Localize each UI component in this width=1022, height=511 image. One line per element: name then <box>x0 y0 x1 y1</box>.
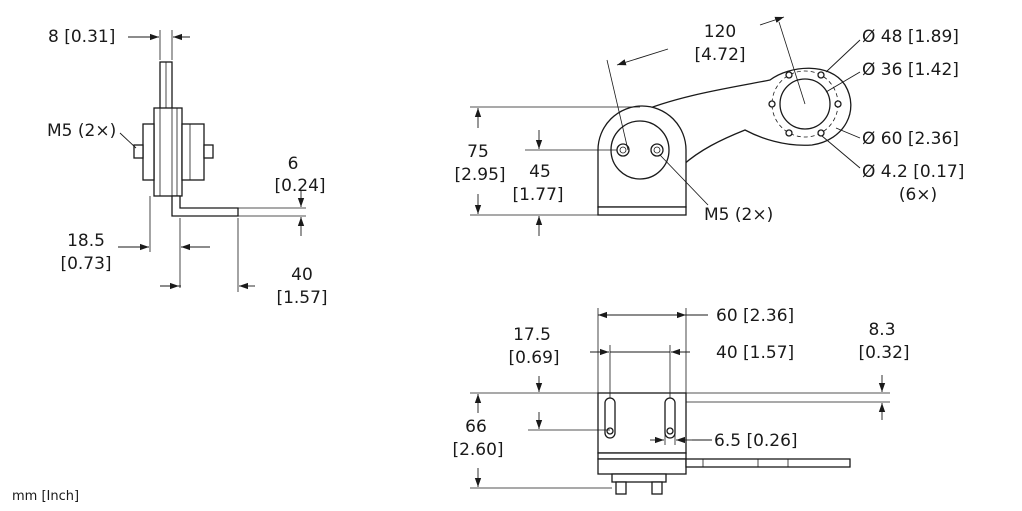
bottom-slot-width: 6.5 [0.26] <box>714 431 798 451</box>
front-hole-diameter: Ø 4.2 [0.17] <box>862 162 964 182</box>
side-view-cap-right <box>181 123 205 181</box>
front-hole-count: (6×) <box>899 185 937 205</box>
front-view-holes <box>768 71 842 137</box>
bottom-plate-thickness-in: [0.32] <box>858 343 909 363</box>
side-view-screw-left <box>133 144 144 159</box>
side-flange-length-in: [1.57] <box>276 288 327 308</box>
side-view-flange <box>171 195 239 217</box>
bottom-view-layer-2 <box>597 458 687 475</box>
front-diameter-60: Ø 60 [2.36] <box>862 129 959 149</box>
bottom-plate-thickness-mm: 8.3 <box>868 320 895 340</box>
front-arm-length-in: [4.72] <box>694 45 745 65</box>
front-height-in: [2.95] <box>454 165 505 185</box>
side-screw-label: M5 (2×) <box>47 121 116 141</box>
front-view-screw-right <box>650 143 664 157</box>
front-height-mm: 75 <box>467 142 489 162</box>
bottom-slot-spacing: 40 [1.57] <box>716 343 794 363</box>
bottom-view-screw-right <box>651 481 663 495</box>
front-hole-height-mm: 45 <box>529 162 551 182</box>
front-diameter-36: Ø 36 [1.42] <box>862 60 959 80</box>
side-offset-in: [0.73] <box>60 254 111 274</box>
side-thickness-label: 8 [0.31] <box>48 27 115 47</box>
front-view-base-plate <box>597 206 687 216</box>
bottom-view-arm-plate <box>685 458 851 468</box>
bottom-width: 60 [2.36] <box>716 306 794 326</box>
side-view-body <box>153 107 183 197</box>
bottom-height-mm: 66 <box>465 417 487 437</box>
bottom-view-foot <box>611 473 667 483</box>
bottom-height-in: [2.60] <box>452 440 503 460</box>
front-arm-length-mm: 120 <box>704 22 736 42</box>
side-view-cap-left <box>142 123 155 181</box>
side-view-screw-right <box>203 144 214 159</box>
side-offset-mm: 18.5 <box>67 231 105 251</box>
front-screw-label: M5 (2×) <box>704 205 773 225</box>
side-flange-thickness-mm: 6 <box>288 154 299 174</box>
bottom-view-layer-1 <box>597 452 687 460</box>
bottom-slot-offset-mm: 17.5 <box>513 325 551 345</box>
bottom-view: 60 [2.36] 40 [1.57] 17.5 [0.69] 8.3 [0.3… <box>452 306 910 495</box>
front-view: 120 [4.72] Ø 48 [1.89] Ø 36 [1.42] Ø 60 … <box>454 16 964 236</box>
bottom-slot-offset-in: [0.69] <box>508 348 559 368</box>
bottom-view-screw-left <box>615 481 627 495</box>
front-hole-height-in: [1.77] <box>512 185 563 205</box>
side-flange-thickness-in: [0.24] <box>274 176 325 196</box>
front-diameter-48: Ø 48 [1.89] <box>862 27 959 47</box>
side-view: 8 [0.31] M5 (2×) 6 [0.24] 18.5 [0.73] 40… <box>47 27 328 308</box>
side-flange-length-mm: 40 <box>291 265 313 285</box>
units-note: mm [Inch] <box>12 489 79 504</box>
